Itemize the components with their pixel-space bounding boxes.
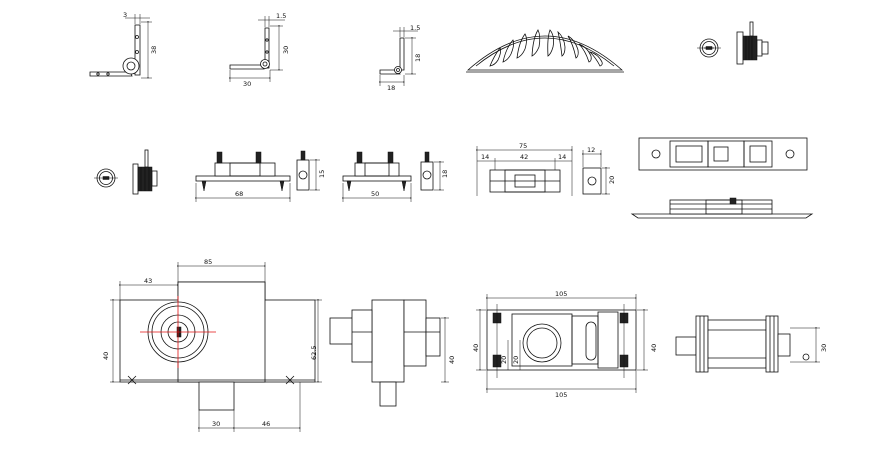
hinge-c-width-dim: 18: [387, 84, 395, 92]
catch-c-mid-dim: 42: [520, 153, 528, 161]
hinge-b-width-dim: 30: [243, 80, 251, 88]
catch-a-width-dim: 68: [235, 190, 243, 198]
catch-b-side-dim: 18: [441, 170, 449, 178]
catch-b-width-dim: 50: [371, 190, 379, 198]
catch-c-side-h-dim: 20: [608, 176, 616, 184]
latch-bottom-dim: 105: [555, 391, 567, 399]
latch-height-right-dim: 40: [650, 344, 658, 352]
hinge-a-height-dim: 38: [150, 46, 158, 54]
lock-side-height-dim: 40: [448, 356, 456, 364]
catch-b-drawing: 50 18: [342, 151, 449, 202]
shell-handle-drawing: [466, 29, 624, 73]
hinge-b-drawing: 1.5 30 30: [229, 12, 290, 88]
latch-height-left-dim: 40: [472, 344, 480, 352]
hinge-c-height-dim: 18: [414, 54, 422, 62]
lock-front-offset-dim: 43: [144, 277, 152, 285]
lock-front-drawing: 85 43 40 62.5 30 46: [102, 258, 322, 432]
catch-c-side-w-dim: 12: [587, 146, 595, 154]
catch-c-drawing: 75 14 42 14 12 20: [476, 142, 616, 196]
lock-front-width-dim: 85: [204, 258, 212, 266]
hinge-a-drawing: 3 38: [89, 11, 158, 79]
hinge-c-top-dim: 1.5: [410, 24, 420, 32]
latch-top-dim: 105: [555, 290, 567, 298]
catch-c-width-dim: 75: [519, 142, 527, 150]
end-view-height-dim: 30: [820, 344, 828, 352]
catch-c-right-dim: 14: [558, 153, 566, 161]
cam-lock-mid-drawing: [94, 149, 158, 195]
hinge-b-height-dim: 30: [282, 46, 290, 54]
cam-lock-top-drawing: [697, 21, 769, 65]
hinge-b-top-dim: 1.5: [276, 12, 286, 20]
latch-drawing: 105 20 20 40 40 105: [472, 290, 658, 399]
lock-front-height-left-dim: 40: [102, 352, 110, 360]
lock-front-height-right-dim: 62.5: [310, 346, 318, 360]
lock-front-bolt-dim: 30: [212, 420, 220, 428]
latch-inner-b-dim: 20: [512, 356, 520, 364]
catch-a-drawing: 68 15: [195, 150, 326, 202]
latch-inner-a-dim: 20: [500, 356, 508, 364]
sliding-bolt-drawing: [630, 137, 814, 219]
catch-c-left-dim: 14: [481, 153, 489, 161]
lock-side-drawing: 40: [329, 299, 456, 407]
end-view-drawing: 30: [675, 315, 828, 373]
catch-a-side-dim: 15: [318, 170, 326, 178]
lock-front-bolt-offset-dim: 46: [262, 420, 270, 428]
hinge-c-drawing: 1.5 18 18: [379, 24, 422, 92]
hinge-a-top-dim: 3: [123, 11, 127, 19]
